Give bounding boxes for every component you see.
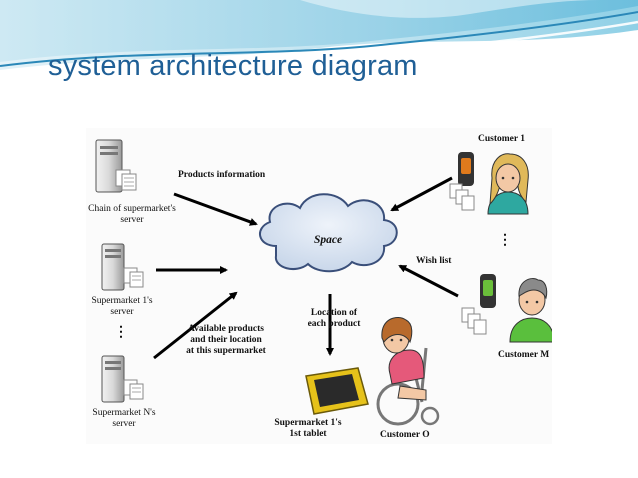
banner-swoosh — [0, 0, 638, 74]
supermarketN-server-label: Supermarket N's server — [92, 408, 156, 429]
location-each-product-label: Location of each product — [307, 308, 361, 329]
customer1-phone-icon — [449, 152, 475, 211]
customer1-avatar-icon — [487, 153, 529, 215]
customerM-label: Customer M — [498, 350, 550, 360]
supermarketN-server-icon — [101, 355, 144, 403]
space-cloud-label: Space — [314, 234, 343, 246]
customerM-avatar-icon — [509, 278, 552, 343]
servers-ellipsis: ⋮ — [114, 325, 128, 340]
supermarket1-server-icon — [101, 243, 144, 291]
slide-title: system architecture diagram — [48, 50, 418, 82]
available-products-label: Available products and their location at… — [186, 324, 266, 356]
arrow-available-products — [153, 291, 238, 360]
architecture-diagram: Space Chain of supermarket's server Supe… — [86, 128, 552, 444]
arrow-products-information — [173, 192, 258, 226]
slide-header-banner — [0, 0, 638, 80]
diagram-graphics — [95, 139, 552, 426]
chain-server-icon — [95, 139, 137, 193]
customer1-label: Customer 1 — [478, 134, 526, 144]
customers-ellipsis: ⋮ — [498, 233, 512, 248]
space-cloud — [259, 193, 398, 273]
tablet-label: Supermarket 1's 1st tablet — [274, 418, 342, 439]
arrow-customer1-to-space — [390, 176, 453, 212]
products-information-label: Products information — [178, 170, 266, 180]
customerO-label: Customer O — [380, 430, 430, 440]
customerO-wheelchair-icon — [376, 316, 440, 426]
supermarket1-server-label: Supermarket 1's server — [91, 296, 153, 317]
customerM-phone-icon — [461, 274, 496, 335]
chain-server-label: Chain of supermarket's server — [88, 204, 176, 225]
arrow-wish-list — [398, 264, 459, 298]
wish-list-label: Wish list — [416, 256, 452, 266]
tablet-icon — [305, 367, 369, 415]
